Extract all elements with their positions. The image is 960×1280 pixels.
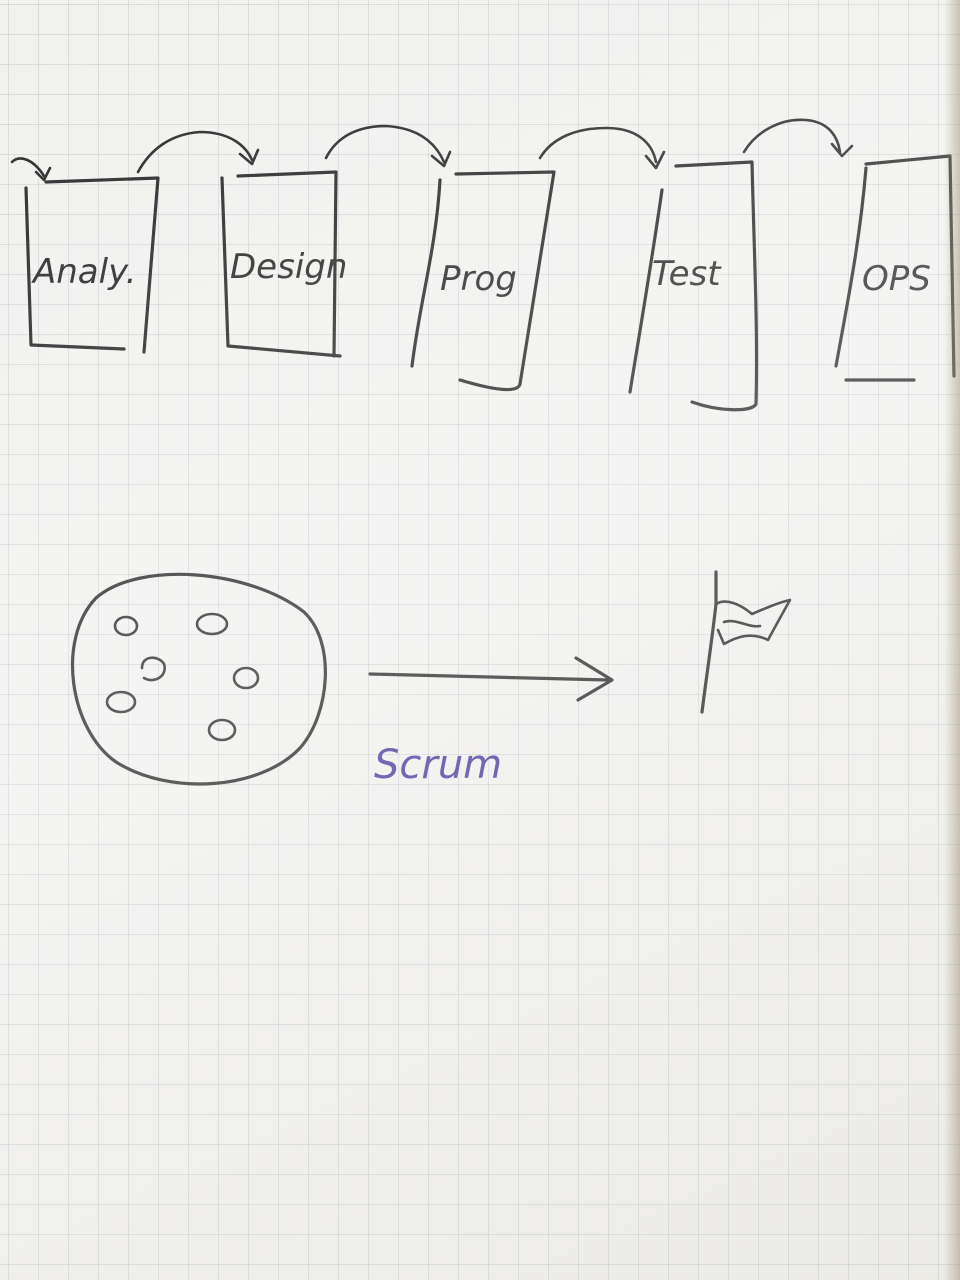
team-member — [140, 656, 166, 682]
phase-label: Prog — [440, 259, 517, 299]
phase-box-ops: OPS — [834, 154, 956, 382]
phase-box-analysis: Analy. — [24, 176, 160, 354]
arrowhead — [238, 148, 260, 166]
phase-label: Test — [652, 254, 722, 294]
arrow-prog-test — [538, 126, 658, 164]
team-member — [195, 612, 229, 636]
team-member — [207, 718, 237, 742]
arrow-entry — [10, 157, 46, 178]
phase-label: OPS — [862, 259, 931, 299]
paper-edge-shadow — [944, 0, 960, 1280]
phase-box-test: Test — [628, 160, 759, 412]
team-member — [113, 615, 139, 637]
scrum-team-circle — [70, 572, 327, 786]
phase-label: Analy. — [31, 252, 136, 292]
phase-label: Design — [230, 247, 347, 287]
arrow-analysis-design — [136, 130, 254, 174]
arrowhead — [430, 150, 452, 168]
team-member — [232, 666, 260, 690]
arrow-design-prog — [324, 124, 446, 164]
arrowhead — [34, 166, 52, 182]
goal-flag-icon — [700, 570, 792, 714]
scrum-label: Scrum — [374, 742, 502, 788]
phase-box-prog: Prog — [410, 170, 556, 392]
team-member — [105, 690, 137, 714]
flow-arrows — [10, 118, 854, 182]
arrowhead — [644, 150, 666, 170]
scrum-arrow — [368, 656, 614, 702]
arrowhead — [830, 142, 854, 158]
phase-box-design: Design — [220, 170, 347, 358]
arrow-test-ops — [742, 118, 842, 154]
